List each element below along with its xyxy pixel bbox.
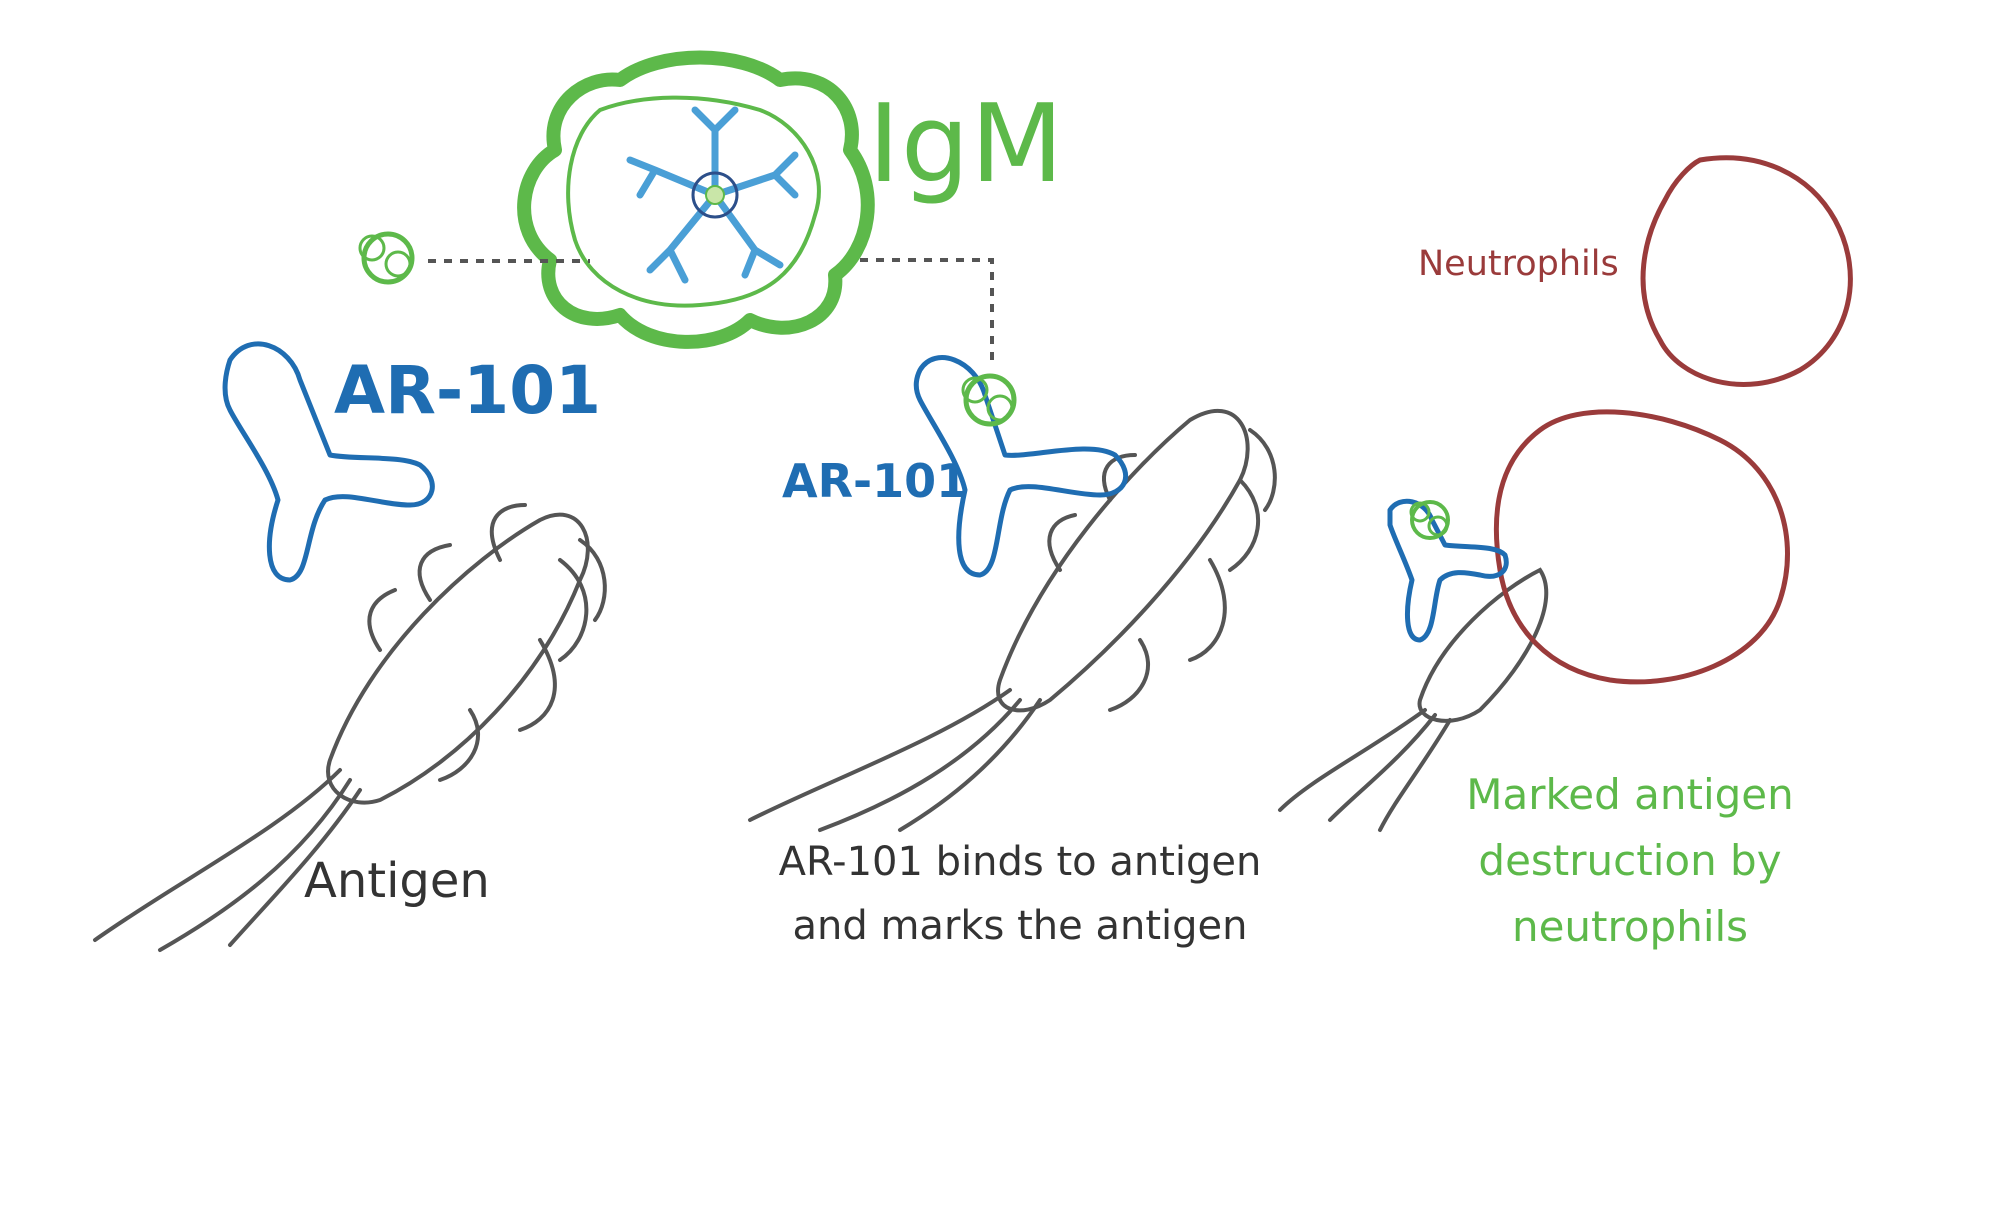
destruction-caption-line1: Marked antigen (1466, 770, 1794, 819)
antigen-bacterium-2 (748, 408, 1277, 832)
binds-caption-line2: and marks the antigen (792, 903, 1248, 949)
igm-small-icon (358, 231, 415, 285)
antigen-label: Antigen (304, 853, 490, 909)
binds-caption-line1: AR-101 binds to antigen (778, 839, 1262, 885)
neutrophils-label: Neutrophils (1418, 244, 1619, 284)
neutrophil-engulfing-icon (1493, 409, 1790, 685)
ar101-large-icon (222, 341, 435, 583)
igm-label: IgM (868, 82, 1065, 207)
neutrophil-icon (1640, 155, 1853, 387)
ar101-small-label: AR-101 (782, 454, 969, 508)
destruction-caption-line3: neutrophils (1511, 902, 1749, 951)
connector-right (860, 258, 994, 365)
antigen-bacterium-3 (1278, 567, 1549, 832)
ar101-marked-icon (1387, 498, 1509, 643)
destruction-caption: Marked antigen destruction by neutrophil… (1390, 762, 1870, 960)
ar101-bound-icon (913, 355, 1129, 578)
igm-pentamer-icon (517, 50, 875, 349)
ar101-large-label: AR-101 (334, 352, 602, 429)
antigen-bacterium-1 (93, 503, 607, 952)
binds-caption: AR-101 binds to antigen and marks the an… (700, 830, 1340, 958)
destruction-caption-line2: destruction by (1478, 836, 1782, 885)
